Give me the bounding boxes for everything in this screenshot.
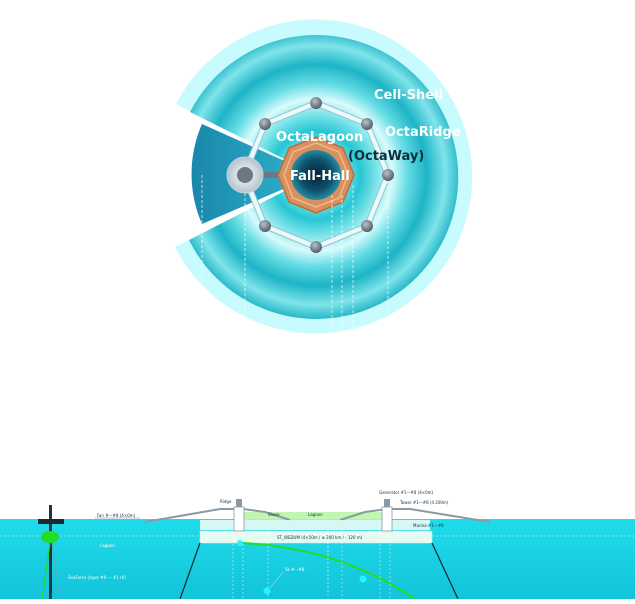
hub-connector <box>258 172 288 178</box>
label-generator: Generator #1—#8 (4×0m) <box>379 490 434 495</box>
node-right <box>382 169 394 181</box>
upper-slab <box>200 520 430 530</box>
green-cable <box>241 542 416 600</box>
fall-hall-core <box>291 150 341 200</box>
label-ridge: Ridge <box>220 499 232 504</box>
lagoon-band <box>243 512 388 520</box>
label-marina: Marina #1—#8 <box>413 523 444 528</box>
label-lagoon: Lagoon <box>308 512 323 517</box>
label-fall-hall: Fall-Hall <box>290 169 350 184</box>
octa-ridge-nodes <box>259 97 394 253</box>
label-octa-lagoon: OctaLagoon <box>276 130 363 145</box>
label-shore: Shore <box>268 512 280 517</box>
label-st-wedum: ST_WEDUM (4×50m / ⊕ 200 km / - 120 m) <box>277 535 363 540</box>
st-wedum-slab <box>199 530 433 544</box>
label-seaforce: SeaForce (layer #0 — #1 r0) <box>68 575 126 580</box>
plan-guide-lines <box>201 175 389 345</box>
hub-inner <box>237 167 253 183</box>
plan-view: Cell-Shell OctaLagoon OctaRidge (OctaWay… <box>175 19 473 345</box>
label-octa-ridge: OctaRidge <box>385 125 461 140</box>
label-octa-way: (OctaWay) <box>348 149 424 164</box>
label-cell-shell: Cell-Shell <box>374 88 443 103</box>
label-tower: Tower #1—#8 (4 200m) <box>399 500 449 505</box>
node-bottom <box>310 241 322 253</box>
ridge-pylon-left <box>233 499 245 532</box>
node-top-right <box>361 118 373 130</box>
section-view: Ridge Generator #1—#8 (4×0m) Tower #1—#8… <box>0 490 635 600</box>
seaforce-tower <box>38 505 64 600</box>
support-lines <box>179 542 459 600</box>
node-bottom-right <box>361 220 373 232</box>
section-guide-lines <box>232 512 391 599</box>
label-lagoon-side: Lagoon <box>100 543 115 548</box>
node-top-left <box>259 118 271 130</box>
label-fan: Fan #—#8 (4×0m) <box>97 513 136 518</box>
node-top <box>310 97 322 109</box>
node-bottom-left <box>259 220 271 232</box>
label-sk: Sk #—#8 <box>285 567 305 572</box>
ridge-pylon-right <box>381 499 393 532</box>
section-labels: Ridge Generator #1—#8 (4×0m) Tower #1—#8… <box>68 490 449 580</box>
sensor-dots <box>237 540 367 595</box>
